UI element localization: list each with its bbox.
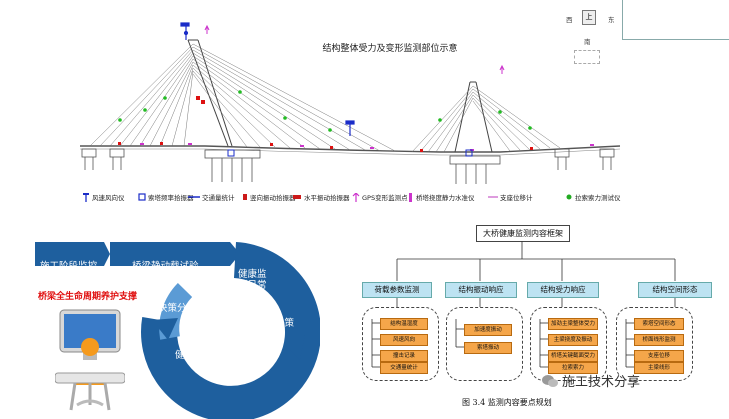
legend-label: 风速风向仪 (92, 194, 125, 202)
legend-item-traffic: 交通量统计 (188, 192, 235, 202)
compass-box (574, 50, 600, 64)
cables-right (411, 85, 561, 153)
wind-sensor-icon (345, 120, 355, 136)
compass-south: 南 (584, 38, 591, 46)
compass-east: 东 (608, 16, 615, 24)
lifecycle-cycle-graphic (35, 242, 320, 419)
item-deck-alignment: 桥面线形监测 (634, 334, 684, 346)
tower-vibration-sensor-icon (138, 193, 146, 201)
cycle-arrow-head (285, 335, 305, 360)
cable-force-tester-icon (566, 194, 572, 200)
framework-title: 大桥健康监测内容框架 (476, 225, 570, 242)
legend-label: 拉索索力测试仪 (575, 194, 621, 202)
bridge-deck (80, 145, 621, 153)
vibration-sensors (118, 96, 533, 152)
watermark: 施工技术分享 (542, 371, 640, 390)
category-load-parameters: 荷载参数监测 (362, 282, 432, 298)
legend-item-tower-vibration: 索塔频率拾振器 (138, 192, 194, 202)
legend-item-wind: 风速风向仪 (82, 192, 125, 202)
stage-decision-analysis: 决策分析 (158, 303, 197, 314)
legend-item-vertical-vibration: 竖向振动拾振器 (242, 192, 296, 202)
cycle-center (192, 292, 268, 368)
bridge-piers (81, 148, 615, 184)
frame-line (622, 0, 623, 40)
cable-stayed-bridge-drawing (80, 22, 621, 184)
legend-label: 支座位移计 (500, 194, 533, 202)
category-vibration-response: 结构振动响应 (445, 282, 517, 298)
traffic-counter-icon (188, 196, 200, 198)
legend-label: 交通量统计 (202, 194, 235, 202)
lifecycle-panel: 施工阶段监控 桥梁静动载试验 健康监测日常检测 养护决策 养护工程 健康评级 决… (0, 220, 320, 419)
bridge-diagram-panel: 结构整体受力及变形监测部位示意 西 东 上 南 (80, 0, 729, 202)
stage-maintenance-decision: 养护决策 (256, 318, 295, 329)
framework-connectors (371, 241, 676, 368)
wechat-icon (542, 374, 558, 387)
legend-item-cable-force: 拉索索力测试仪 (565, 192, 621, 202)
stage-construction-monitoring: 施工阶段监控 (40, 261, 98, 272)
vertical-vibration-sensor-icon (243, 194, 247, 200)
tower-right (454, 81, 493, 153)
compass-center: 上 (582, 10, 596, 25)
stage-banner-construction (35, 242, 110, 266)
item-tower-form: 索塔空间形态 (634, 318, 684, 330)
category-spatial-form: 结构空间形态 (638, 282, 712, 298)
wind-sensor-icon (180, 22, 190, 40)
group-load-parameters (362, 307, 439, 381)
wind-sensor-icon (83, 192, 89, 202)
stage-maintenance-engineering: 养护工程 (224, 361, 263, 372)
legend-label: 索塔频率拾振器 (148, 194, 194, 202)
framework-panel: 大桥健康监测内容框架 荷载参数监测 结构振动响应 结构受力响应 结构空间形态 结… (330, 215, 729, 419)
stage-load-test: 桥梁静动载试验 (132, 261, 199, 272)
item-cable-force: 拉索索力 (548, 362, 598, 374)
legend-label: GPS变形监测点 (362, 194, 408, 202)
traffic-counter-icon (227, 149, 235, 157)
item-girder-alignment: 主梁线形 (634, 362, 684, 374)
level-gauge-icon (409, 192, 412, 202)
item-acceleration: 加速度振动 (464, 324, 512, 336)
gps-point-icon (352, 192, 360, 202)
item-impact-record: 撞击记录 (380, 350, 428, 362)
group-vibration-response (446, 307, 523, 381)
lifecycle-caption: 桥梁全生命周期养护支撑 (38, 292, 138, 302)
stage-banner-load-test (110, 242, 240, 266)
legend-label: 竖向振动拾振器 (250, 194, 296, 202)
item-tower-section-force: 桥塔关键截面受力 (548, 350, 598, 362)
legend-item-horizontal-vibration: 水平振动拾振器 (292, 192, 350, 202)
cables-left (89, 43, 396, 152)
item-girder-deflection: 主梁挠度及振动 (548, 334, 598, 346)
cycle-ring-outer (141, 242, 320, 419)
main-tower-left (187, 39, 233, 147)
legend-label: 水平振动拾振器 (304, 194, 350, 202)
item-bearing-displacement: 支座位移 (634, 350, 684, 362)
watermark-text: 施工技术分享 (562, 375, 641, 390)
frame-line (622, 39, 729, 40)
bridge-diagram-title: 结构整体受力及变形监测部位示意 (322, 44, 458, 54)
bearing-displacement-icon (488, 196, 498, 198)
stage-health-rating: 健康评级 (175, 350, 214, 361)
gps-points (204, 24, 505, 74)
item-tower-vibration: 索塔振动 (464, 342, 512, 354)
figure-caption: 图 3.4 监测内容要点规划 (462, 398, 552, 407)
compass-west: 西 (566, 16, 573, 24)
compass: 西 东 上 南 (560, 8, 622, 68)
item-wind: 风速风向 (380, 334, 428, 346)
horizontal-vibration-sensor-icon (293, 195, 301, 199)
legend-label: 桥塔挠度静力水准仪 (416, 194, 475, 202)
group-force-response (530, 307, 607, 381)
legend-item-level-gauge: 桥塔挠度静力水准仪 (408, 192, 475, 202)
group-spatial-form (616, 307, 693, 381)
legend-item-bearing: 支座位移计 (488, 192, 533, 202)
category-force-response: 结构受力响应 (527, 282, 599, 298)
cable-force-sensors (118, 90, 532, 132)
item-girder-force: 加劲主梁整体受力 (548, 318, 598, 330)
person-at-computer-icon (55, 309, 125, 411)
traffic-counter-icon (465, 149, 473, 157)
cycle-arrow-head (152, 318, 178, 340)
item-traffic: 交通量统计 (380, 362, 428, 374)
legend-item-gps: GPS变形监测点 (352, 192, 408, 202)
stage-health-monitoring: 健康监测日常检测 (238, 269, 267, 302)
item-temperature-humidity: 结构温湿度 (380, 318, 428, 330)
